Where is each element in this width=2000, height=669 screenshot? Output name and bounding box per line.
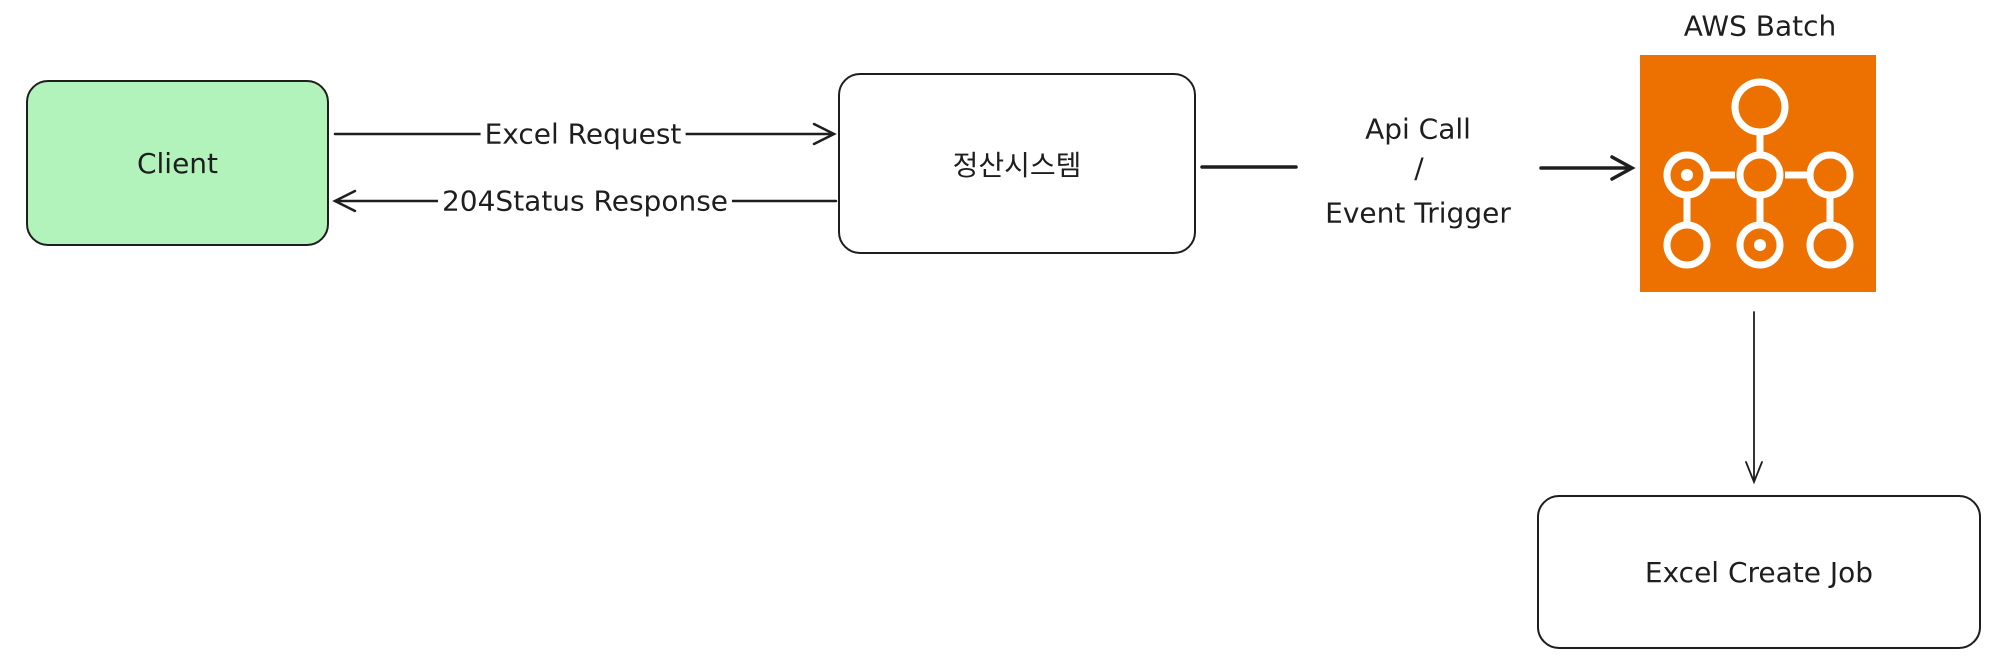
aws-batch-icon[interactable] [1640, 55, 1876, 292]
client-label: Client [136, 146, 219, 180]
slash-label: / [1410, 151, 1428, 185]
response-label: 204Status Response [437, 184, 733, 218]
job-arrow [1745, 311, 1763, 485]
request-label: Excel Request [480, 117, 686, 151]
settlement-system-node[interactable]: 정산시스템 [838, 73, 1196, 254]
trigger-arrow [1539, 155, 1636, 181]
event-trigger-label: Event Trigger [1321, 196, 1515, 230]
settlement-label: 정산시스템 [952, 148, 1082, 182]
client-node[interactable]: Client [26, 80, 329, 246]
excel-create-job-node[interactable]: Excel Create Job [1537, 495, 1981, 649]
job-label: Excel Create Job [1644, 555, 1874, 589]
api-call-label: Api Call [1361, 112, 1475, 146]
aws-batch-title: AWS Batch [1679, 9, 1841, 43]
